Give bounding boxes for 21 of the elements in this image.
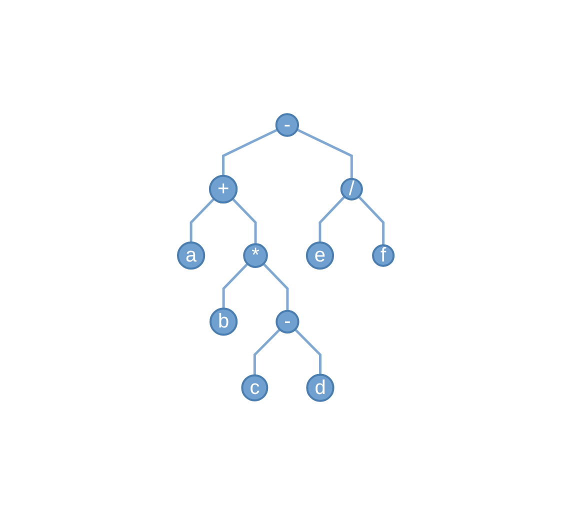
connector <box>253 328 280 376</box>
connector <box>190 198 215 243</box>
connector <box>358 196 384 246</box>
connector <box>262 262 288 311</box>
connector <box>318 196 346 243</box>
connector <box>222 262 248 309</box>
node-circle: / <box>340 178 363 201</box>
node-circle: * <box>242 243 268 268</box>
node-circle: e <box>306 242 334 270</box>
node-circle: f <box>372 244 394 267</box>
node-circle: b <box>209 308 238 336</box>
node-circle: - <box>275 113 299 137</box>
node-circle: a <box>176 242 205 270</box>
node-circle: + <box>208 174 238 204</box>
node-circle: d <box>306 374 334 402</box>
connector <box>296 128 353 179</box>
connector <box>222 128 278 176</box>
node-circle: c <box>240 374 268 402</box>
connector <box>294 328 322 375</box>
node-circle: - <box>275 310 299 334</box>
connector <box>231 198 256 244</box>
